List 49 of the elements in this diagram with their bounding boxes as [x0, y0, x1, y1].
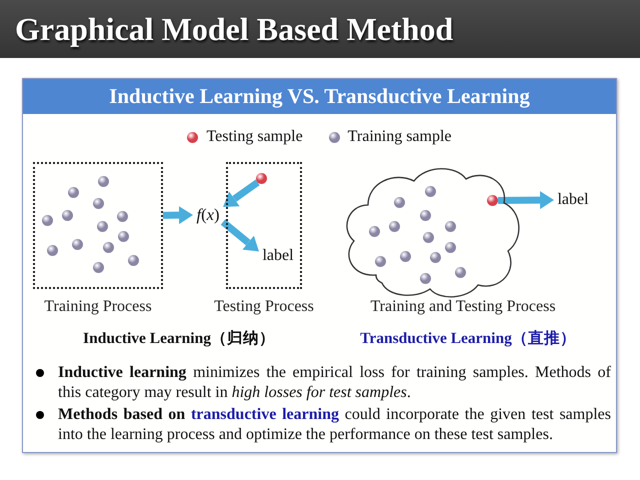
- testing-sample-dot: [256, 173, 267, 184]
- training-sample-dot: [420, 210, 430, 220]
- training-sample-dot: [92, 198, 104, 208]
- training-sample-dot: [116, 210, 128, 222]
- training-sample-dot: [422, 232, 434, 242]
- training-sample-dot: [420, 272, 430, 284]
- output-label: label: [554, 191, 592, 209]
- learning-caption: Inductive Learning（归纳）: [83, 329, 275, 349]
- process-caption: Testing Process: [214, 297, 314, 316]
- training-sample-dot: [430, 252, 440, 262]
- legend-label: Training sample: [348, 127, 452, 147]
- training-sample-dot: [68, 186, 78, 198]
- training-sample-dot: [444, 220, 456, 232]
- slide-title: Graphical Model Based Method: [15, 10, 454, 48]
- training-sample-dot: [92, 262, 104, 272]
- learning-caption: Transductive Learning（直推）: [360, 329, 576, 349]
- block-arrow: [223, 180, 260, 207]
- process-frame: [226, 162, 302, 289]
- block-arrow: [498, 191, 554, 210]
- block-arrow: [220, 219, 259, 252]
- bullet-text: Methods based on transductive learning could incorporate the given test samples into the learning process and optimize the performance on these test samples.: [58, 405, 611, 445]
- training-sample-dot: [368, 226, 380, 236]
- training-sample-dot: [444, 242, 456, 252]
- function-label: f(x): [193, 205, 223, 225]
- training-sample-dot: [128, 254, 138, 266]
- process-caption: Training and Testing Process: [370, 297, 556, 316]
- training-sample-dot: [72, 238, 82, 250]
- training-sample-dot: [424, 186, 436, 196]
- training-sample-dot: [374, 256, 386, 266]
- block-arrow: [162, 206, 193, 224]
- training-sample-dot: [400, 250, 410, 262]
- legend-label: Testing sample: [206, 127, 303, 147]
- process-frame: [33, 162, 163, 289]
- training-sample-dot: [388, 220, 400, 232]
- panel-title: Inductive Learning VS. Transductive Learning: [109, 84, 530, 109]
- output-label: label: [259, 247, 297, 265]
- training-sample-dot: [46, 244, 58, 256]
- training-sample-dot: [62, 210, 72, 220]
- process-caption: Training Process: [44, 297, 152, 316]
- training-sample-dot: [96, 220, 108, 232]
- training-sample-dot: [102, 242, 114, 252]
- comparison-panel: [22, 78, 617, 453]
- training-sample-dot: [118, 230, 128, 242]
- training-sample-dot: [98, 176, 108, 186]
- training-sample-dot: [394, 196, 404, 208]
- training-sample-dot: [454, 266, 466, 278]
- testing-sample-dot: [487, 195, 498, 206]
- bullet-text: Inductive learning minimizes the empirical loss for training samples. Methods of this category may result in high losses for test samples.: [58, 363, 611, 403]
- training-sample-dot: [42, 214, 52, 226]
